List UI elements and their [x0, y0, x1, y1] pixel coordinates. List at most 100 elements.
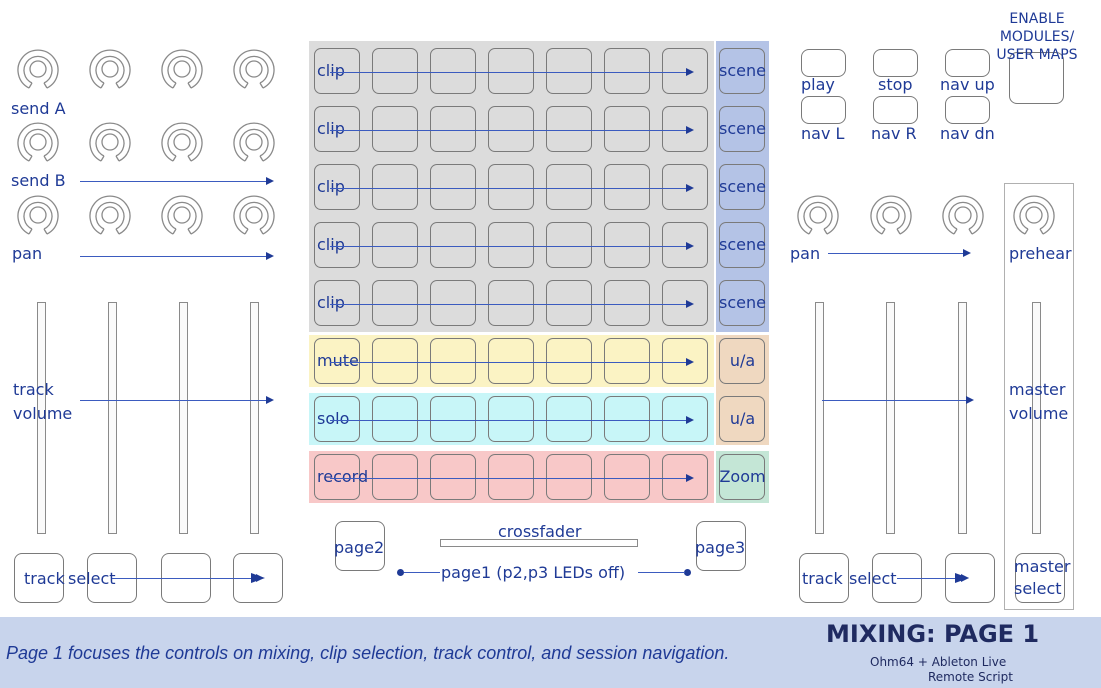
- grid-pad-r6-c2[interactable]: [372, 338, 418, 384]
- grid-pad-r8-c6[interactable]: [604, 454, 650, 500]
- play-button[interactable]: [801, 49, 846, 77]
- grid-pad-r2-c6[interactable]: [604, 106, 650, 152]
- grid-pad-r3-c6[interactable]: [604, 164, 650, 210]
- master-fader[interactable]: [1032, 302, 1041, 534]
- nav-up-button[interactable]: [945, 49, 990, 77]
- nav-left-button[interactable]: [801, 96, 846, 124]
- page3-button[interactable]: [696, 521, 746, 571]
- knob-row2-col1[interactable]: [14, 118, 62, 166]
- grid-pad-r6-c3[interactable]: [430, 338, 476, 384]
- knob-row3-col3[interactable]: [158, 191, 206, 239]
- knob-row1-col3[interactable]: [158, 45, 206, 93]
- knob-row1-col4[interactable]: [230, 45, 278, 93]
- grid-pad-r4-c3[interactable]: [430, 222, 476, 268]
- right-knob-2[interactable]: [867, 191, 915, 239]
- master-select-button[interactable]: [1015, 553, 1065, 603]
- knob-row3-col2[interactable]: [86, 191, 134, 239]
- grid-pad-r4-c6[interactable]: [604, 222, 650, 268]
- grid-pad-r5-c4[interactable]: [488, 280, 534, 326]
- right-fader-3[interactable]: [958, 302, 967, 534]
- grid-pad-r3-c1[interactable]: [314, 164, 360, 210]
- grid-pad-r1-c5[interactable]: [546, 48, 592, 94]
- grid-pad-r4-c5[interactable]: [546, 222, 592, 268]
- grid-pad-r3-c7[interactable]: [662, 164, 708, 210]
- knob-row1-col1[interactable]: [14, 45, 62, 93]
- grid-pad-r4-c2[interactable]: [372, 222, 418, 268]
- right-knob-3[interactable]: [939, 191, 987, 239]
- grid-pad-r2-c7[interactable]: [662, 106, 708, 152]
- scene-pad-5[interactable]: [719, 280, 765, 326]
- grid-pad-r1-c3[interactable]: [430, 48, 476, 94]
- knob-row2-col2[interactable]: [86, 118, 134, 166]
- grid-pad-r2-c5[interactable]: [546, 106, 592, 152]
- prehear-knob[interactable]: [1010, 191, 1058, 239]
- track-fader-1[interactable]: [37, 302, 46, 534]
- grid-pad-r7-c3[interactable]: [430, 396, 476, 442]
- grid-pad-r5-c5[interactable]: [546, 280, 592, 326]
- scene-pad-7[interactable]: [719, 396, 765, 442]
- grid-pad-r5-c3[interactable]: [430, 280, 476, 326]
- grid-pad-r2-c4[interactable]: [488, 106, 534, 152]
- scene-pad-1[interactable]: [719, 48, 765, 94]
- grid-pad-r2-c2[interactable]: [372, 106, 418, 152]
- grid-pad-r6-c5[interactable]: [546, 338, 592, 384]
- grid-pad-r6-c4[interactable]: [488, 338, 534, 384]
- track-fader-4[interactable]: [250, 302, 259, 534]
- grid-pad-r1-c6[interactable]: [604, 48, 650, 94]
- knob-row2-col4[interactable]: [230, 118, 278, 166]
- grid-pad-r7-c1[interactable]: [314, 396, 360, 442]
- nav-down-button[interactable]: [945, 96, 990, 124]
- grid-pad-r4-c4[interactable]: [488, 222, 534, 268]
- grid-pad-r6-c6[interactable]: [604, 338, 650, 384]
- grid-pad-r1-c4[interactable]: [488, 48, 534, 94]
- track-fader-2[interactable]: [108, 302, 117, 534]
- scene-pad-3[interactable]: [719, 164, 765, 210]
- grid-pad-r5-c6[interactable]: [604, 280, 650, 326]
- right-knob-1[interactable]: [794, 191, 842, 239]
- grid-pad-r7-c4[interactable]: [488, 396, 534, 442]
- nav-right-button[interactable]: [873, 96, 918, 124]
- stop-button[interactable]: [873, 49, 918, 77]
- right-fader-1[interactable]: [815, 302, 824, 534]
- grid-pad-r3-c4[interactable]: [488, 164, 534, 210]
- grid-pad-r4-c1[interactable]: [314, 222, 360, 268]
- grid-pad-r7-c7[interactable]: [662, 396, 708, 442]
- grid-pad-r7-c2[interactable]: [372, 396, 418, 442]
- grid-pad-r8-c1[interactable]: [314, 454, 360, 500]
- knob-row1-col2[interactable]: [86, 45, 134, 93]
- grid-pad-r8-c4[interactable]: [488, 454, 534, 500]
- knob-row3-col4[interactable]: [230, 191, 278, 239]
- grid-pad-r8-c5[interactable]: [546, 454, 592, 500]
- scene-pad-6[interactable]: [719, 338, 765, 384]
- right-fader-2[interactable]: [886, 302, 895, 534]
- grid-pad-r3-c5[interactable]: [546, 164, 592, 210]
- grid-pad-r8-c3[interactable]: [430, 454, 476, 500]
- grid-pad-r3-c2[interactable]: [372, 164, 418, 210]
- knob-row2-col3[interactable]: [158, 118, 206, 166]
- knob-row3-col1[interactable]: [14, 191, 62, 239]
- grid-pad-r5-c1[interactable]: [314, 280, 360, 326]
- grid-pad-r5-c7[interactable]: [662, 280, 708, 326]
- track-select-button-1[interactable]: [14, 553, 64, 603]
- page2-button[interactable]: [335, 521, 385, 571]
- grid-pad-r1-c2[interactable]: [372, 48, 418, 94]
- grid-pad-r6-c7[interactable]: [662, 338, 708, 384]
- grid-pad-r5-c2[interactable]: [372, 280, 418, 326]
- enable-modules-button[interactable]: [1009, 52, 1064, 104]
- scene-pad-4[interactable]: [719, 222, 765, 268]
- grid-pad-r4-c7[interactable]: [662, 222, 708, 268]
- grid-pad-r7-c6[interactable]: [604, 396, 650, 442]
- grid-pad-r2-c1[interactable]: [314, 106, 360, 152]
- scene-pad-8[interactable]: [719, 454, 765, 500]
- grid-pad-r8-c2[interactable]: [372, 454, 418, 500]
- right-track-select-1[interactable]: [799, 553, 849, 603]
- grid-pad-r8-c7[interactable]: [662, 454, 708, 500]
- grid-pad-r2-c3[interactable]: [430, 106, 476, 152]
- track-fader-3[interactable]: [179, 302, 188, 534]
- grid-pad-r3-c3[interactable]: [430, 164, 476, 210]
- grid-pad-r6-c1[interactable]: [314, 338, 360, 384]
- grid-pad-r7-c5[interactable]: [546, 396, 592, 442]
- grid-pad-r1-c7[interactable]: [662, 48, 708, 94]
- scene-pad-2[interactable]: [719, 106, 765, 152]
- crossfader-slider[interactable]: [440, 539, 638, 547]
